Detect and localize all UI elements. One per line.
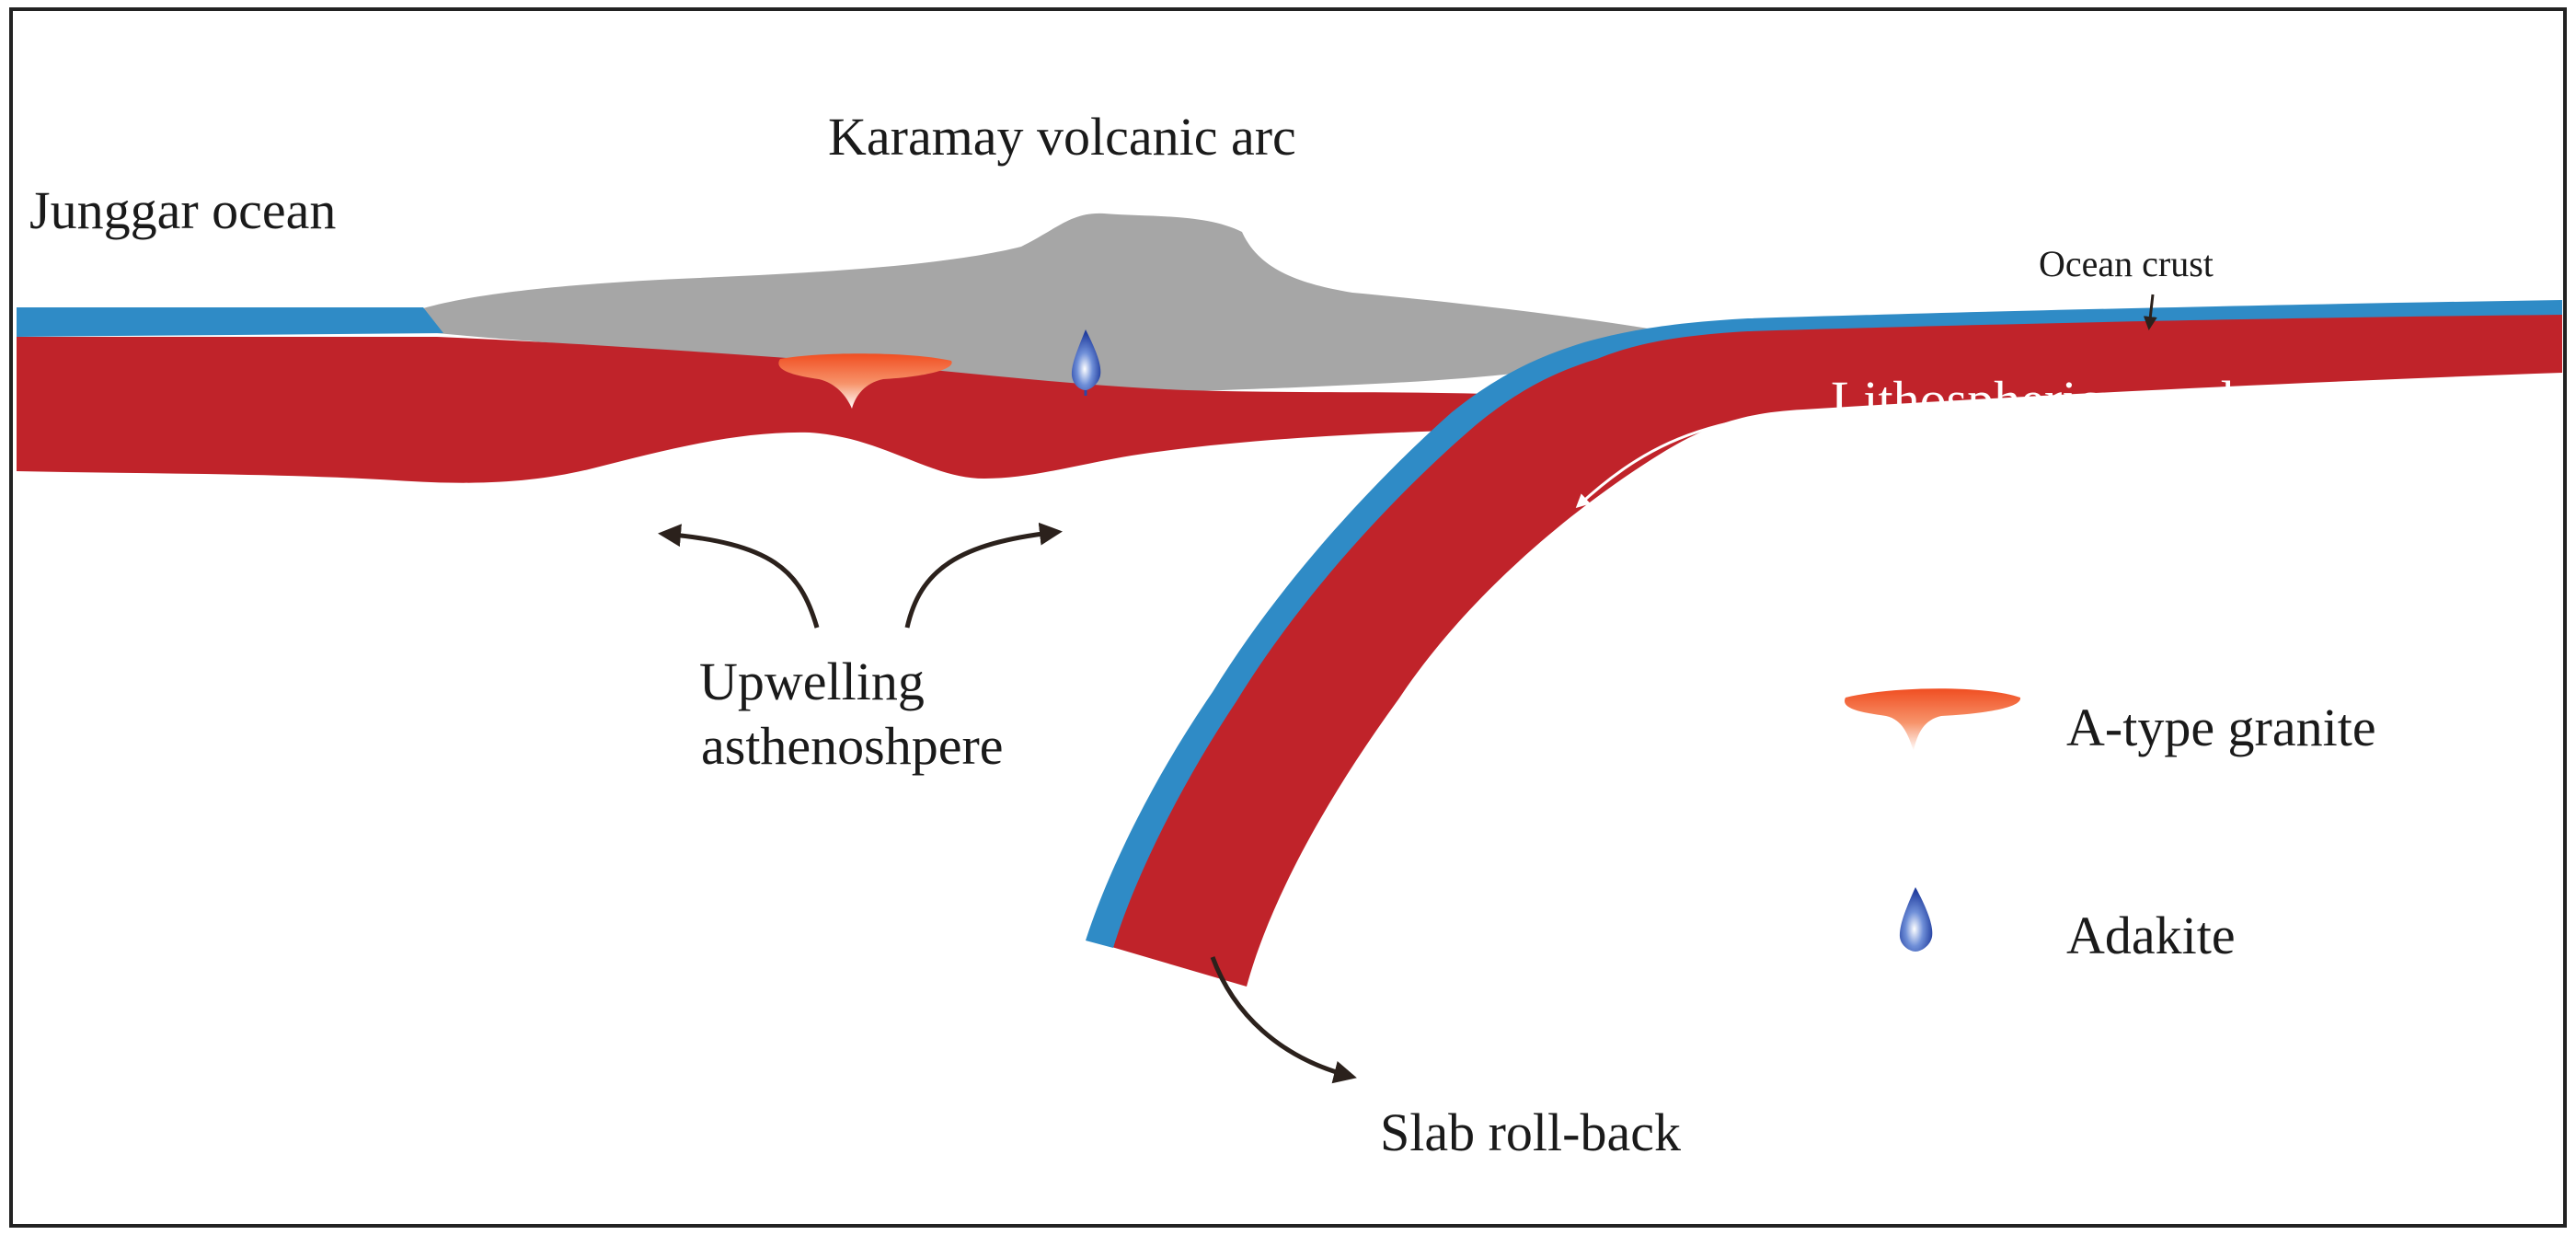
upwelling-label-line1: Upwelling (699, 652, 925, 711)
left-ocean-crust (17, 307, 443, 337)
ocean-crust-pointer (2143, 294, 2157, 330)
arc-label: Karamay volcanic arc (828, 107, 1296, 167)
slab-rollback-label: Slab roll-back (1380, 1102, 1681, 1162)
left-lithospheric-mantle (17, 337, 1535, 483)
legend-granite-label: A-type granite (2066, 698, 2376, 757)
granite-intrusion (778, 353, 952, 409)
legend: A-type granite Adakite (1845, 688, 2376, 965)
upwelling-label-line2: asthenoshpere (701, 716, 1004, 776)
adakite-intrusion (1071, 329, 1101, 390)
slab-motion-arrow (1575, 412, 1786, 509)
legend-adakite-label: Adakite (2066, 906, 2236, 965)
upwelling-arrow-left (658, 524, 820, 629)
ocean-crust-label: Ocean crust (2039, 243, 2214, 284)
volcanic-arc-body (423, 213, 1665, 393)
lithospheric-mantle-label: Lithospheric mantle (1831, 370, 2259, 430)
ocean-label: Junggar ocean (29, 180, 336, 240)
subducting-slab-mantle (1109, 313, 2562, 987)
slab-rollback-arrow (1210, 956, 1357, 1084)
a-type-granite-icon (1845, 688, 2021, 751)
upwelling-arrow-right (904, 522, 1063, 629)
adakite-icon (1899, 887, 1933, 952)
